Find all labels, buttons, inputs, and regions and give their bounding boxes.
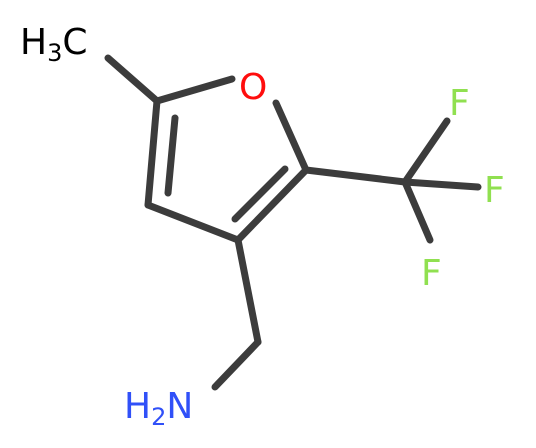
bond-c2-c3 — [234, 166, 310, 244]
bond-c2-c3-inner — [231, 165, 289, 223]
fluorine-label-1: F — [449, 83, 470, 124]
bond-c3-ch2 — [234, 236, 262, 346]
fluorine-label-2: F — [484, 170, 505, 211]
bond-c4-c5 — [144, 97, 161, 209]
bond-o1-c2 — [272, 99, 310, 174]
amine-h: H — [124, 386, 151, 427]
bond-cf3-f1 — [401, 117, 451, 186]
bonds — [104, 54, 482, 391]
fluorine-label-3: F — [421, 253, 442, 294]
methyl-h: H — [20, 22, 47, 63]
methyl-c: C — [62, 22, 87, 63]
methyl-label: H3C — [20, 22, 88, 67]
oxygen-label: O — [239, 67, 267, 108]
bond-cf3-f3 — [401, 178, 434, 244]
bond-c4-c5-inner — [164, 114, 179, 197]
bond-c2-cf3 — [302, 166, 409, 186]
bond-cf3-f2 — [401, 178, 482, 191]
bond-ch2-n — [211, 338, 262, 391]
bond-c5-o1 — [153, 75, 236, 105]
bond-c3-c4 — [144, 201, 242, 244]
amine-n: N — [166, 386, 193, 427]
bond-methyl-c5 — [104, 54, 161, 105]
amine-subscript: 2 — [151, 403, 166, 431]
methyl-subscript: 3 — [47, 39, 62, 67]
amine-label: H2N — [124, 386, 193, 431]
